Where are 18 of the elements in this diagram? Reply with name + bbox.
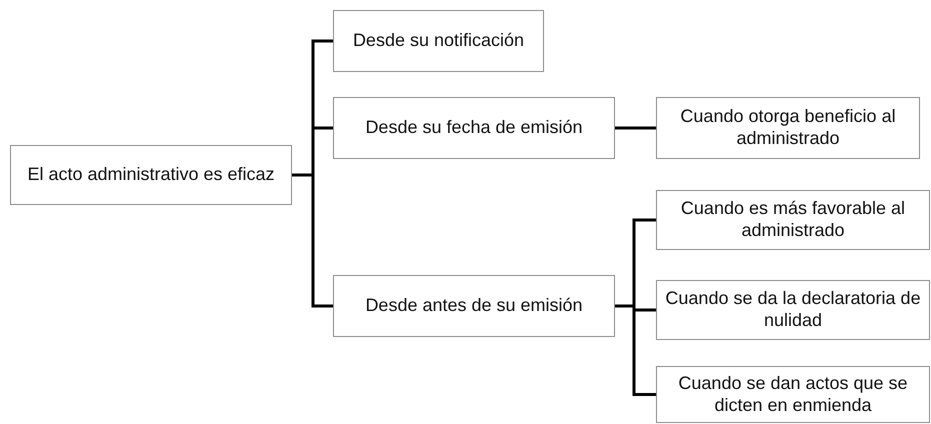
connector-line [615, 126, 656, 130]
box-label: Desde su fecha de emisión [365, 117, 583, 139]
text-box [656, 280, 930, 340]
text-box [333, 10, 544, 72]
box-label: Desde su notificación [352, 30, 524, 52]
box-label: Desde antes de su emisión [365, 295, 583, 317]
box-label: El acto administrativo es eficaz [27, 164, 275, 186]
box-label: Cuando se da la declaratoria de nulidad [664, 288, 922, 332]
text-box [656, 366, 930, 423]
connector-line [292, 174, 333, 308]
box-label: Cuando es más favorable al administrado [680, 198, 906, 242]
box-label: Cuando otorga beneficio al administrado [679, 106, 897, 150]
text-box [333, 97, 615, 159]
text-box [656, 190, 930, 250]
text-box [333, 275, 615, 337]
text-box [10, 145, 292, 205]
text-box [656, 97, 920, 159]
box-label: Cuando se dan actos que se dicten en enmienda [677, 372, 909, 416]
